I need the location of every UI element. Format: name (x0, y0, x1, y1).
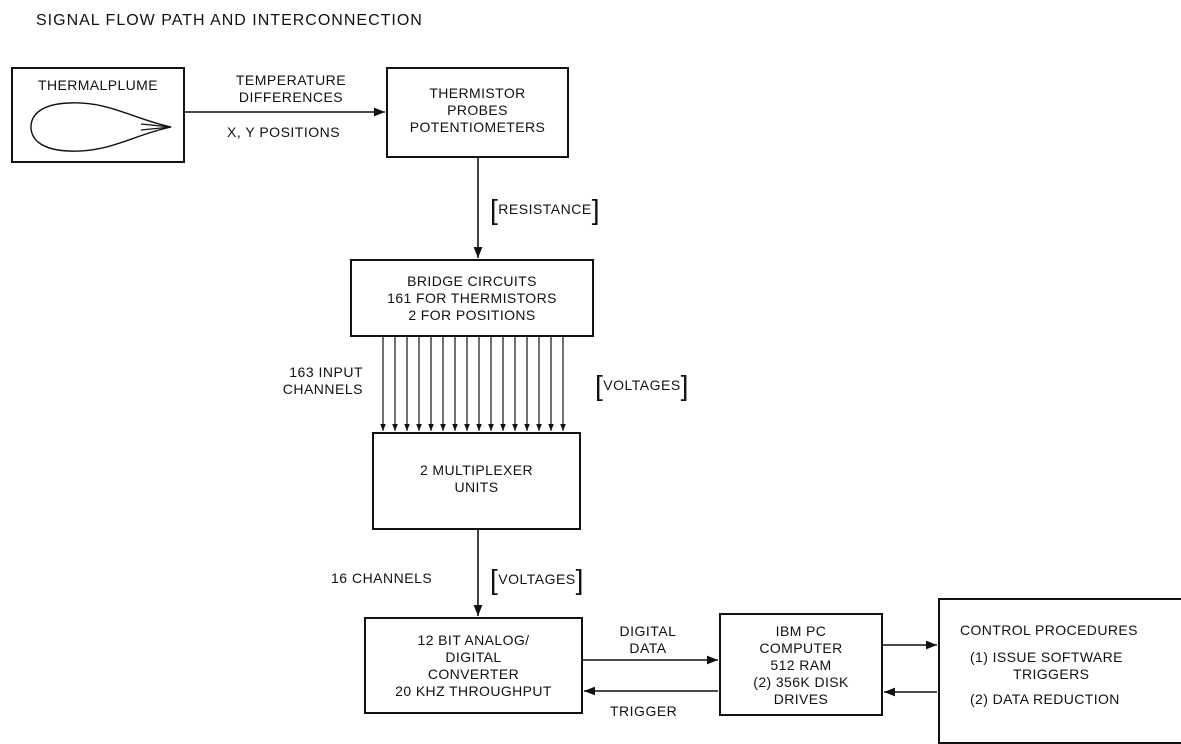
voltages-label-1: [VOLTAGES] (595, 376, 689, 394)
thermal-plume-box: THERMALPLUME (11, 67, 185, 163)
control-procedures-text: CONTROL PROCEDURES (1) ISSUE SOFTWARE TR… (960, 622, 1138, 708)
temperature-differences-label: TEMPERATURE DIFFERENCES (221, 72, 361, 106)
input-channels-label: 163 INPUT CHANNELS (259, 364, 363, 398)
sixteen-channels-label: 16 CHANNELS (331, 570, 432, 587)
multiplexer-box: 2 MULTIPLEXER UNITS (372, 432, 581, 530)
input-channel-arrows (383, 337, 563, 431)
resistance-label: [RESISTANCE] (490, 200, 600, 218)
xy-positions-label: X, Y POSITIONS (227, 124, 340, 141)
voltages-label-2: [VOLTAGES] (490, 570, 584, 588)
adc-box: 12 BIT ANALOG/ DIGITAL CONVERTER 20 KHZ … (364, 617, 583, 714)
plume-shape-icon (13, 91, 183, 161)
thermistor-text: THERMISTOR PROBES POTENTIOMETERS (388, 85, 567, 136)
ibm-pc-text: IBM PC COMPUTER 512 RAM (2) 356K DISK DR… (721, 623, 881, 708)
control-procedures-box: CONTROL PROCEDURES (1) ISSUE SOFTWARE TR… (938, 598, 1181, 744)
bridge-circuits-box: BRIDGE CIRCUITS 161 FOR THERMISTORS 2 FO… (350, 259, 594, 337)
ibm-pc-box: IBM PC COMPUTER 512 RAM (2) 356K DISK DR… (719, 613, 883, 716)
adc-text: 12 BIT ANALOG/ DIGITAL CONVERTER 20 KHZ … (366, 632, 581, 700)
trigger-label: TRIGGER (610, 703, 677, 720)
bridge-circuits-text: BRIDGE CIRCUITS 161 FOR THERMISTORS 2 FO… (352, 273, 592, 324)
multiplexer-text: 2 MULTIPLEXER UNITS (374, 462, 579, 496)
thermistor-box: THERMISTOR PROBES POTENTIOMETERS (386, 67, 569, 158)
digital-data-label: DIGITAL DATA (606, 623, 690, 657)
